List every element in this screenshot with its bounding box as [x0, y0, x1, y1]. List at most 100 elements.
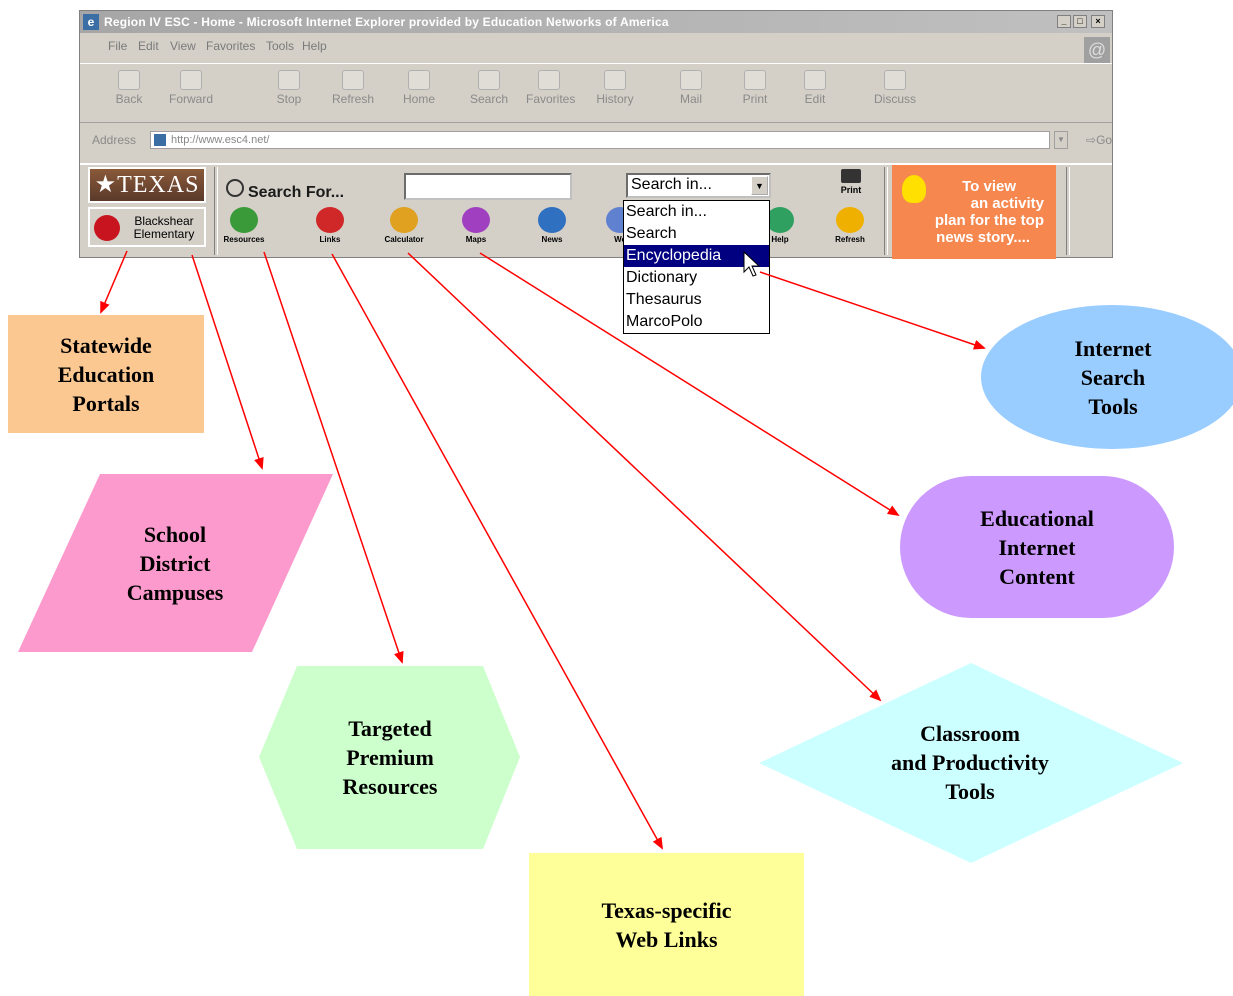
- resources-icon: [230, 207, 258, 233]
- home-button[interactable]: Home: [396, 70, 442, 106]
- news-icon: [538, 207, 566, 233]
- mail-icon: [680, 70, 702, 90]
- chevron-down-icon[interactable]: ▼: [751, 176, 768, 195]
- maps-icon: [462, 207, 490, 233]
- resources-button[interactable]: Resources: [216, 207, 272, 244]
- texas-links-shape: [529, 853, 804, 996]
- print-icon: [744, 70, 766, 90]
- activity-line-3: plan for the top: [934, 212, 1044, 229]
- address-label: Address: [92, 133, 137, 147]
- calculator-button[interactable]: Calculator: [376, 207, 432, 244]
- minimize-button[interactable]: _: [1057, 15, 1071, 28]
- window-title: Region IV ESC - Home - Microsoft Interne…: [104, 15, 669, 29]
- print-portal-button[interactable]: Print: [826, 165, 876, 195]
- maps-button[interactable]: Maps: [448, 207, 504, 244]
- school-name-line1: Blackshear: [134, 214, 194, 228]
- apple-icon: [94, 215, 120, 241]
- school-button[interactable]: Blackshear Elementary: [88, 207, 206, 247]
- title-bar: e Region IV ESC - Home - Microsoft Inter…: [80, 11, 1112, 33]
- toolbar-separator: [214, 167, 218, 255]
- discuss-button[interactable]: Discuss: [872, 70, 918, 106]
- menu-file[interactable]: File: [108, 39, 128, 53]
- arrow-internet-search: [759, 271, 986, 350]
- stop-icon: [278, 70, 300, 90]
- search-icon: [478, 70, 500, 90]
- menu-tools[interactable]: Tools: [266, 39, 295, 53]
- dropdown-option[interactable]: Search: [626, 225, 677, 242]
- printer-icon: [841, 169, 861, 183]
- activity-line-2: an activity: [970, 195, 1044, 212]
- history-icon: [604, 70, 626, 90]
- internet-search-shape: [981, 305, 1233, 449]
- refresh-portal-button[interactable]: Refresh: [822, 207, 878, 244]
- dropdown-option[interactable]: Dictionary: [626, 269, 698, 286]
- search-query-input[interactable]: [404, 173, 572, 200]
- stop-button[interactable]: Stop: [266, 70, 312, 106]
- dropdown-option[interactable]: MarcoPolo: [626, 313, 703, 330]
- educational-content-shape: [900, 476, 1174, 618]
- search-for-label: Search For...: [226, 179, 344, 202]
- portal-toolbar: ★TEXAS Blackshear Elementary Search For.…: [80, 163, 1112, 261]
- help-button[interactable]: Help: [752, 207, 808, 244]
- forward-icon: [180, 70, 202, 90]
- activity-plan-banner[interactable]: To view an activity plan for the top new…: [892, 165, 1056, 259]
- address-value: http://www.esc4.net/: [171, 134, 270, 146]
- help-icon: [766, 207, 794, 233]
- home-icon: [408, 70, 430, 90]
- close-button[interactable]: ×: [1091, 15, 1105, 28]
- back-button[interactable]: Back: [106, 70, 152, 106]
- arrow-school: [191, 254, 264, 470]
- activity-line-4: news story....: [936, 229, 1030, 246]
- toolbar-separator: [884, 167, 888, 255]
- go-icon: ⇨: [1086, 133, 1097, 147]
- search-in-value: Search in...: [631, 176, 712, 193]
- menu-help[interactable]: Help: [302, 39, 327, 53]
- arrow-targeted: [263, 251, 404, 664]
- favorites-button[interactable]: Favorites: [526, 70, 575, 106]
- address-bar: Address http://www.esc4.net/ ▼ ⇨Go: [80, 129, 1112, 153]
- ie-throbber-icon: @: [1084, 37, 1110, 63]
- links-icon: [316, 207, 344, 233]
- statewide-portals-shape: [8, 315, 204, 433]
- mouse-cursor-icon: [743, 250, 761, 277]
- dropdown-option[interactable]: Thesaurus: [626, 291, 702, 308]
- links-button[interactable]: Links: [302, 207, 358, 244]
- standard-toolbar: Back Forward Stop Refresh Home Search Fa…: [80, 63, 1112, 123]
- browser-window: e Region IV ESC - Home - Microsoft Inter…: [79, 10, 1113, 261]
- texas-logo-button[interactable]: ★TEXAS: [88, 167, 206, 203]
- classroom-tools-shape: [759, 663, 1183, 863]
- arrow-statewide: [100, 250, 128, 314]
- address-dropdown-button[interactable]: ▼: [1054, 131, 1068, 149]
- refresh-button[interactable]: Refresh: [330, 70, 376, 106]
- dropdown-option[interactable]: Search in...: [626, 203, 707, 220]
- forward-button[interactable]: Forward: [168, 70, 214, 106]
- magnifier-icon: [226, 179, 244, 197]
- menu-view[interactable]: View: [170, 39, 196, 53]
- mail-button[interactable]: Mail: [668, 70, 714, 106]
- page-icon: [154, 134, 166, 146]
- edit-button[interactable]: Edit: [792, 70, 838, 106]
- menu-edit[interactable]: Edit: [138, 39, 159, 53]
- address-input[interactable]: http://www.esc4.net/: [150, 131, 1050, 149]
- search-in-select[interactable]: Search in... ▼: [626, 173, 771, 198]
- news-button[interactable]: News: [524, 207, 580, 244]
- activity-line-1: To view: [962, 178, 1016, 195]
- dropdown-option-selected[interactable]: Encyclopedia: [624, 245, 769, 267]
- school-campuses-shape: [18, 474, 333, 652]
- maximize-button[interactable]: □: [1073, 15, 1087, 28]
- refresh-icon: [342, 70, 364, 90]
- search-in-dropdown[interactable]: Search in... Search Encyclopedia Diction…: [623, 200, 770, 334]
- print-button[interactable]: Print: [732, 70, 778, 106]
- toolbar-separator: [1066, 167, 1070, 255]
- favorites-icon: [538, 70, 560, 90]
- history-button[interactable]: History: [592, 70, 638, 106]
- go-button[interactable]: ⇨Go: [1086, 133, 1113, 147]
- search-button[interactable]: Search: [466, 70, 512, 106]
- menu-favorites[interactable]: Favorites: [206, 39, 256, 53]
